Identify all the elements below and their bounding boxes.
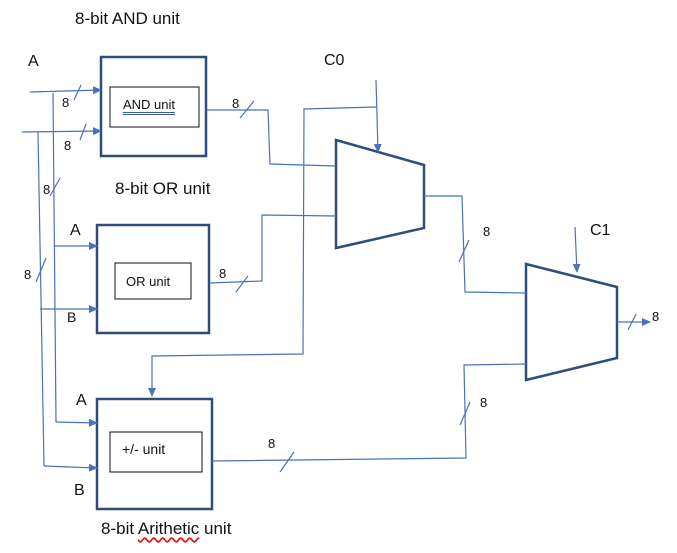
bus-width-left-a: 8	[43, 182, 51, 197]
arith-unit-title: 8-bit Arithetic unit	[101, 520, 231, 537]
mux-0	[334, 138, 426, 250]
control-c1: C1	[590, 222, 611, 239]
mux-1	[524, 262, 619, 382]
port-b-or: B	[67, 309, 77, 325]
arith-unit-inner-box	[109, 431, 203, 473]
slash-mux0-out	[458, 239, 470, 263]
slash-left-b	[35, 257, 47, 283]
slash-left-a	[49, 177, 61, 197]
bus-width-arith-to-mux1: 8	[480, 395, 488, 410]
and-unit-inner-box	[109, 86, 200, 128]
or-unit-title: 8-bit OR unit	[115, 179, 211, 198]
or-unit-inner-box	[114, 262, 192, 300]
arith-title-word: Arithetic	[137, 519, 200, 538]
bus-width-arith-out: 8	[268, 436, 276, 451]
bus-width-left-b: 8	[24, 267, 32, 282]
port-a-or: A	[70, 222, 81, 239]
slash-and-in2	[79, 123, 87, 141]
arith-title-suffix: unit	[199, 519, 232, 538]
and-unit-label: AND unit	[123, 97, 176, 115]
slash-and-out	[239, 100, 255, 119]
arith-unit-label: +/- unit	[122, 441, 166, 457]
bus-width-mux0-out: 8	[483, 224, 491, 239]
port-b-arith: B	[74, 482, 85, 499]
slash-arith-out	[279, 451, 295, 473]
bus-width-and-in1: 8	[62, 95, 70, 110]
and-unit-label-text: AND unit	[123, 97, 176, 115]
slash-and-in1	[73, 84, 82, 101]
bus-width-and-out: 8	[232, 96, 240, 111]
or-unit-label: OR unit	[126, 274, 171, 289]
and-unit-title: 8-bit AND unit	[75, 9, 180, 28]
input-wires	[21, 86, 102, 472]
slash-or-out	[235, 275, 249, 293]
bus-width-mux1-out: 8	[652, 309, 660, 324]
slash-mux1-out	[627, 313, 637, 331]
control-c0: C0	[324, 52, 345, 69]
port-a-arith: A	[76, 392, 87, 409]
bus-width-or-out: 8	[219, 266, 227, 281]
internal-wires	[148, 79, 651, 462]
bus-slash-marks	[35, 84, 637, 473]
slash-arith-mux1	[459, 401, 471, 426]
arith-title-prefix: 8-bit	[101, 519, 138, 538]
bus-width-and-in2: 8	[64, 138, 72, 153]
port-a-top: A	[28, 53, 39, 70]
